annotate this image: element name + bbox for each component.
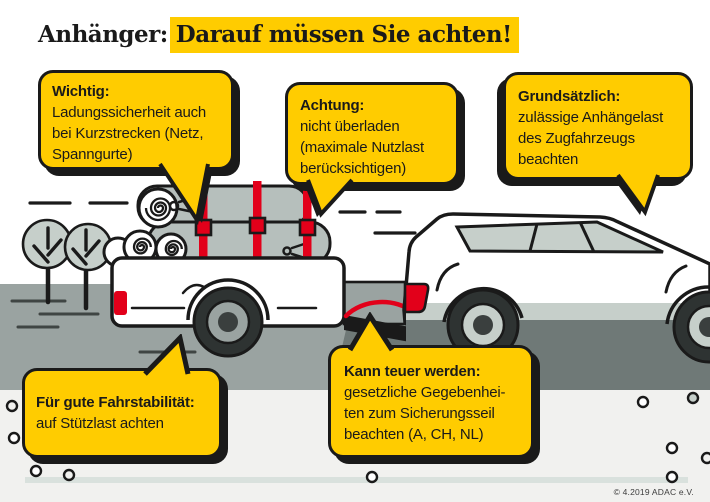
bubble-body: nicht überladen (maximale Nutzlast berüc… [300,118,424,177]
cargo-straps [194,181,317,263]
bubble-heading: Für gute Fahrstabilität: [36,394,195,411]
speech-bubble-wichtig: Wichtig: Ladungssicherheit auch bei Kurz… [38,70,234,170]
bubble-heading: Grundsätzlich: [518,88,621,105]
bubble-tail [143,334,191,376]
car-front-wheel [672,290,710,364]
speech-bubble-achtung: Achtung: nicht überladen (maximale Nutzl… [285,82,459,185]
speech-bubble-kann-teuer-werden: Kann teuer werden: gesetzliche Gegebenhe… [328,345,534,458]
speech-bubble-grundsaetzlich: Grundsätzlich: zulässige Anhängelast des… [503,72,693,180]
trailer-wheel [192,286,264,358]
speed-lines [28,201,417,235]
bubble-tail [158,162,213,226]
trailer [110,256,346,358]
road-dashes [10,299,197,354]
bubble-tail [347,312,395,352]
bubble-body: gesetzliche Gegebenhei- ten zum Sicherun… [344,384,506,443]
bubble-body: auf Stützlast achten [36,415,164,432]
suv-car [402,212,710,390]
speech-bubble-fahrstabilitaet: Für gute Fahrstabilität: auf Stützlast a… [22,368,222,458]
bubble-heading: Kann teuer werden: [344,363,481,380]
car-taillight [403,282,430,314]
bubble-heading: Achtung: [300,97,365,114]
bubble-body: Ladungssicherheit auch bei Kurzstrecken … [52,104,207,163]
title-highlight: Darauf müssen Sie achten! [169,17,519,53]
trailer-taillight [114,291,127,315]
page-title: Anhänger:Darauf müssen Sie achten! [38,17,519,53]
copyright-text: © 4.2019 ADAC e.V. [613,487,694,497]
car-windows [454,220,664,254]
bubble-tail [613,173,660,217]
title-prefix: Anhänger: [38,21,168,48]
bubble-heading: Wichtig: [52,83,110,100]
bubble-body: zulässige Anhängelast des Zugfahrzeugs b… [518,109,664,168]
pebbles [5,391,710,484]
trees [21,218,113,311]
bubble-tail [304,178,354,218]
